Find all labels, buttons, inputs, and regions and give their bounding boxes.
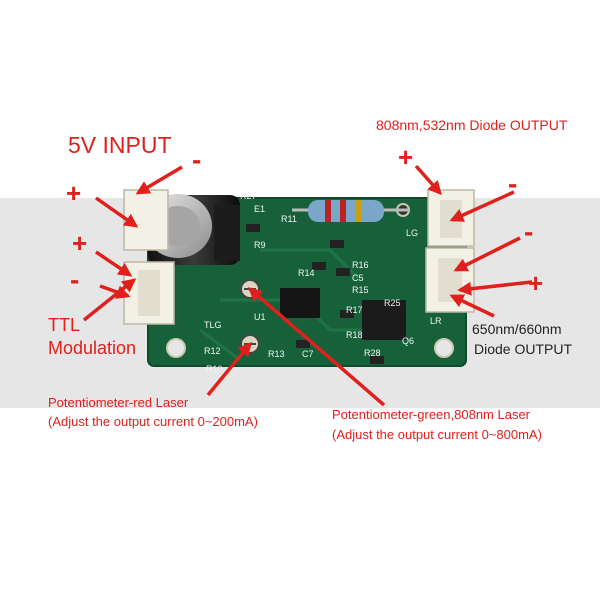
silkscreen-r14: R14 xyxy=(298,268,315,278)
silkscreen-r12: R12 xyxy=(204,346,221,356)
silkscreen-r15: R15 xyxy=(352,285,369,295)
silkscreen-c7: C7 xyxy=(302,349,314,359)
power-input-plus-sign: + xyxy=(66,178,82,208)
silkscreen-lg: LG xyxy=(406,228,418,238)
right-output-label-line1: 650nm/660nm xyxy=(472,321,562,337)
ttl-label-line1: TTL xyxy=(48,315,81,335)
ttl-connector xyxy=(123,261,175,325)
pot-red-label-line1: Potentiometer-red Laser xyxy=(48,395,189,410)
silkscreen-r11: R11 xyxy=(281,214,297,224)
silkscreen-r13: R13 xyxy=(268,349,285,359)
silkscreen-r10: R10 xyxy=(206,364,223,374)
power-input-minus-sign: - xyxy=(192,144,202,175)
silkscreen-q6: Q6 xyxy=(402,336,414,346)
smd-components xyxy=(246,224,384,364)
top-output-label: 808nm,532nm Diode OUTPUT xyxy=(376,117,568,133)
top-output-minus-sign: - xyxy=(508,168,518,199)
power-resistor xyxy=(292,200,410,222)
pot-red-label-line2: (Adjust the output current 0~200mA) xyxy=(48,414,258,429)
silkscreen-e1: E1 xyxy=(254,204,265,214)
transistor xyxy=(362,300,406,340)
silkscreen-r25: R25 xyxy=(384,298,401,308)
silkscreen-r16: R16 xyxy=(352,260,369,270)
silkscreen-tlg: TLG xyxy=(204,320,222,330)
pot-green-label-line1: Potentiometer-green,808nm Laser xyxy=(332,407,531,422)
silkscreen-r17: R17 xyxy=(346,305,363,315)
power-input-label: 5V INPUT xyxy=(68,132,172,158)
ttl-minus-sign: - xyxy=(70,264,80,295)
ttl-label-line2: Modulation xyxy=(48,338,137,358)
silkscreen-u1: U1 xyxy=(254,312,266,322)
power-input-connector xyxy=(123,189,169,251)
ic-chip xyxy=(280,288,320,318)
silkscreen-r28: R28 xyxy=(364,348,381,358)
right-output-label-line2: Diode OUTPUT xyxy=(474,341,573,357)
annotation-arrows xyxy=(82,164,533,407)
top-output-plus-sign: + xyxy=(398,142,414,172)
silkscreen-r18: R18 xyxy=(346,330,363,340)
top-output-connector xyxy=(427,189,475,247)
silkscreen-r9: R9 xyxy=(254,240,266,250)
right-output-plus-sign: + xyxy=(528,268,544,298)
right-output-minus-sign: - xyxy=(524,216,534,247)
silkscreen-r27: R27 xyxy=(240,191,257,201)
ttl-plus-sign: + xyxy=(72,228,88,258)
pot-green-label-line2: (Adjust the output current 0~800mA) xyxy=(332,427,542,442)
silkscreen-c5: C5 xyxy=(352,273,364,283)
silkscreen-lr: LR xyxy=(430,316,442,326)
